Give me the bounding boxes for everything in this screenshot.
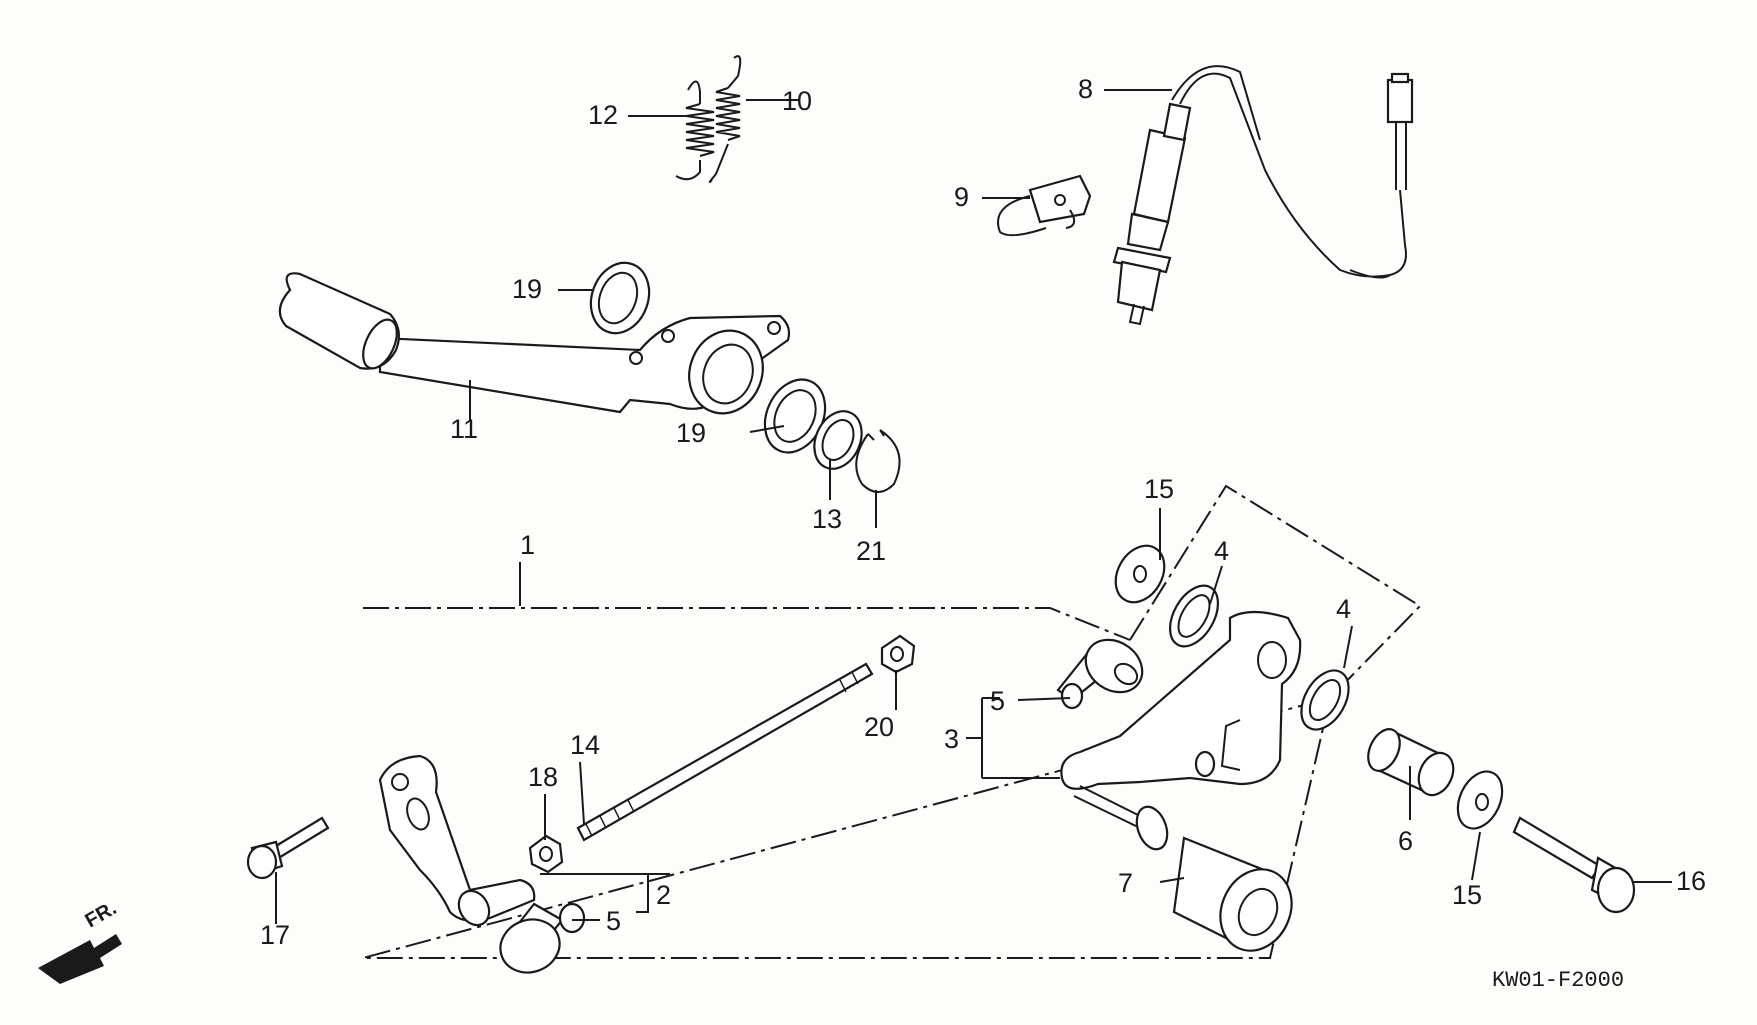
bracket-9 [997, 174, 1092, 237]
callout-4a: 4 [1214, 536, 1229, 566]
collar-6 [1367, 728, 1455, 797]
callout-13: 13 [812, 504, 842, 534]
callout-2: 2 [656, 880, 671, 910]
callout-14: 14 [570, 730, 600, 760]
seal-19-top [589, 261, 651, 335]
callout-18: 18 [528, 762, 558, 792]
callout-4b: 4 [1336, 594, 1351, 624]
callout-19b: 19 [676, 418, 706, 448]
callout-15a: 15 [1144, 474, 1174, 504]
tie-rod-14 [576, 662, 874, 842]
direction-label: FR. [82, 897, 121, 932]
callout-3: 3 [944, 724, 959, 754]
assembly-1-boundary [362, 607, 1332, 959]
callout-7: 7 [1118, 868, 1133, 898]
shift-lever-11 [278, 272, 791, 415]
leaders [275, 89, 1672, 924]
callout-11: 11 [450, 414, 478, 444]
nut-20 [880, 634, 916, 674]
callout-5b: 5 [606, 906, 621, 936]
bolt-17 [246, 816, 330, 880]
callout-8: 8 [1078, 74, 1093, 104]
callout-5a: 5 [990, 686, 1005, 716]
callout-labels: 1 2 3 4 4 5 5 6 7 8 9 10 11 12 13 14 15 … [260, 74, 1706, 950]
callout-12: 12 [588, 100, 618, 130]
ball-joint-5-lower [499, 902, 586, 974]
nut-18 [528, 834, 564, 874]
seal-4-a [1168, 584, 1220, 648]
callout-16: 16 [1676, 866, 1706, 896]
seal-4-b [1300, 669, 1350, 731]
assembly-3-boundary [1129, 484, 1422, 699]
callout-1: 1 [520, 530, 535, 560]
callout-19a: 19 [512, 274, 542, 304]
callout-21: 21 [856, 536, 886, 566]
seal-19-lower [763, 378, 827, 454]
circlip-21 [855, 429, 901, 493]
callout-6: 6 [1398, 826, 1413, 856]
callout-9: 9 [954, 182, 969, 212]
ball-joint-5-upper [1056, 638, 1144, 710]
spring-12 [675, 80, 715, 181]
callout-15b: 15 [1452, 880, 1482, 910]
pedal-arm-3 [1060, 610, 1302, 851]
callout-10: 10 [782, 86, 812, 116]
sensor-8 [1112, 65, 1414, 326]
washer-15-lower [1456, 770, 1504, 830]
callout-17: 17 [260, 920, 290, 950]
washer-13 [813, 410, 863, 470]
front-direction-arrow: FR. [38, 897, 122, 984]
bolt-16 [1512, 816, 1636, 914]
footpeg-rubber-7 [1172, 836, 1293, 952]
callout-20: 20 [864, 712, 894, 742]
washer-15-top [1114, 544, 1166, 604]
shift-arm-2 [378, 754, 536, 927]
drawing-code: KW01-F2000 [1492, 968, 1624, 993]
spring-10 [708, 55, 742, 183]
